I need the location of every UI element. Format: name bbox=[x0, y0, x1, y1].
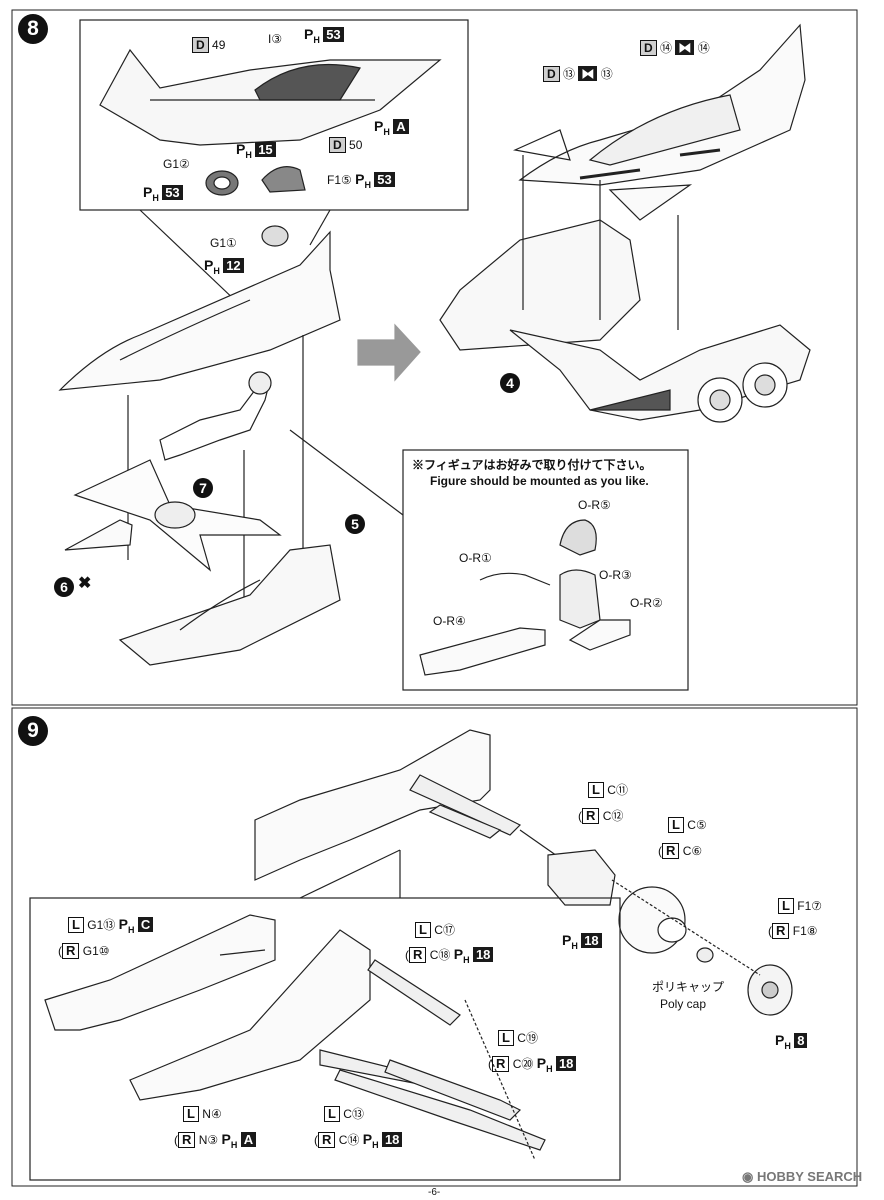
d-box: D bbox=[192, 37, 209, 53]
step8-inset-frame bbox=[79, 19, 469, 211]
label-d13: D ⑬ ⧓ ⑬ bbox=[543, 66, 613, 82]
d-num: 50 bbox=[349, 138, 363, 152]
label-ph53a: PH 53 bbox=[304, 27, 344, 47]
figure-note-en: Figure should be mounted as you like. bbox=[430, 474, 649, 488]
label-rg110: (R G1⑩ bbox=[58, 943, 110, 959]
d-box: D bbox=[640, 40, 657, 56]
ph-box: 12 bbox=[223, 258, 244, 273]
ph-mark: PH bbox=[204, 257, 220, 276]
figure-note-jp: ※フィギュアはお好みで取り付けて下さい。 bbox=[412, 458, 652, 472]
label-rc18: (R C⑱ PH 18 bbox=[405, 946, 494, 967]
label-or1: O-R① bbox=[459, 551, 492, 565]
label-ph53b: PH 53 bbox=[143, 185, 183, 205]
ph-mark: PH bbox=[118, 916, 135, 935]
cement-icon: ⧓ bbox=[578, 66, 598, 81]
label-g12: G1② bbox=[163, 157, 190, 171]
step8-frame bbox=[11, 9, 858, 706]
watermark: ◉ HOBBY SEARCH bbox=[742, 1169, 863, 1184]
label-lc11: L C⑪ bbox=[588, 782, 628, 798]
ph-mark: PH bbox=[304, 26, 320, 45]
label-lc17: L C⑰ bbox=[415, 922, 455, 938]
ph-mark: PH bbox=[143, 184, 159, 203]
label-lc13: L C⑬ bbox=[324, 1106, 364, 1122]
label-lg113: L G1⑬ PH C bbox=[68, 916, 154, 937]
ph-box: 8 bbox=[794, 1033, 808, 1048]
label-ph15: PH 15 bbox=[236, 142, 276, 162]
figure-note-frame bbox=[402, 449, 689, 691]
step-8-number: 8 bbox=[18, 14, 48, 44]
ph-mark: PH bbox=[236, 141, 252, 160]
ph-mark: PH bbox=[362, 1131, 379, 1150]
label-polycap-jp: ポリキャップ bbox=[652, 980, 725, 994]
ph-mark: PH bbox=[374, 118, 390, 137]
watermark-icon: ◉ bbox=[742, 1169, 754, 1184]
label-d49: D 49 bbox=[192, 37, 225, 53]
label-rc12: (R C⑫ bbox=[578, 808, 624, 824]
label-polycap-en: Poly cap bbox=[660, 997, 707, 1011]
step-9-number: 9 bbox=[18, 716, 48, 746]
ph-box: 18 bbox=[472, 947, 494, 962]
ph-box: 18 bbox=[381, 1132, 403, 1147]
ph-box: C bbox=[137, 917, 154, 932]
callout-4: 4 bbox=[500, 373, 520, 393]
cement-icon: ⧓ bbox=[675, 40, 695, 55]
ph-box: 53 bbox=[374, 172, 395, 187]
label-i3: I③ bbox=[268, 32, 283, 46]
ph-box: 53 bbox=[323, 27, 344, 42]
ph-mark: PH bbox=[453, 946, 470, 965]
step9-frame bbox=[11, 707, 858, 1187]
callout-6: 6 bbox=[54, 577, 74, 597]
label-or2: O-R② bbox=[630, 596, 663, 610]
label-rn3: (R N③ PH A bbox=[174, 1131, 257, 1152]
ph-mark: PH bbox=[221, 1131, 238, 1150]
ph-box: A bbox=[240, 1132, 257, 1147]
label-rf18: (R F1⑧ bbox=[768, 923, 818, 939]
ph-box: 18 bbox=[581, 933, 602, 948]
ph-box: 53 bbox=[162, 185, 183, 200]
label-ph18: PH 18 bbox=[562, 933, 602, 953]
d-box: D bbox=[543, 66, 560, 82]
ph-mark: PH bbox=[562, 932, 578, 951]
step9-inset-frame bbox=[29, 897, 621, 1181]
d-num: 49 bbox=[212, 38, 226, 52]
label-pha: PH A bbox=[374, 119, 409, 139]
label-or3: O-R③ bbox=[599, 568, 632, 582]
label-d50: D 50 bbox=[329, 137, 362, 153]
label-rc14: (R C⑭ PH 18 bbox=[314, 1131, 403, 1152]
ph-box: 15 bbox=[255, 142, 276, 157]
no-cement-icon: ✖ bbox=[78, 575, 92, 592]
callout-5: 5 bbox=[345, 514, 365, 534]
inset-pointer-line bbox=[139, 209, 241, 306]
label-ph8: PH 8 bbox=[775, 1032, 808, 1053]
ph-box: A bbox=[393, 119, 409, 134]
ph-mark: PH bbox=[355, 171, 371, 190]
label-g11: G1① bbox=[210, 236, 237, 250]
label-rc20: (R C⑳ PH 18 bbox=[488, 1055, 577, 1076]
callout-7: 7 bbox=[193, 478, 213, 498]
page-number: -6- bbox=[428, 1187, 441, 1198]
label-lc5: L C⑤ bbox=[668, 817, 707, 833]
label-or4: O-R④ bbox=[433, 614, 466, 628]
ph-mark: PH bbox=[536, 1055, 553, 1074]
label-ph12: PH 12 bbox=[204, 258, 244, 278]
label-rc6: (R C⑥ bbox=[658, 843, 703, 859]
label-d14: D ⑭ ⧓ ⑭ bbox=[640, 40, 710, 56]
ph-box: 18 bbox=[555, 1056, 577, 1071]
label-lc19: L C⑲ bbox=[498, 1030, 538, 1046]
d-box: D bbox=[329, 137, 346, 153]
label-f15: F1⑤ PH 53 bbox=[327, 172, 395, 192]
label-ln4: L N④ bbox=[183, 1106, 222, 1122]
label-or5: O-R⑤ bbox=[578, 498, 611, 512]
ph-mark: PH bbox=[775, 1032, 791, 1051]
label-lf17: L F1⑦ bbox=[778, 898, 822, 914]
